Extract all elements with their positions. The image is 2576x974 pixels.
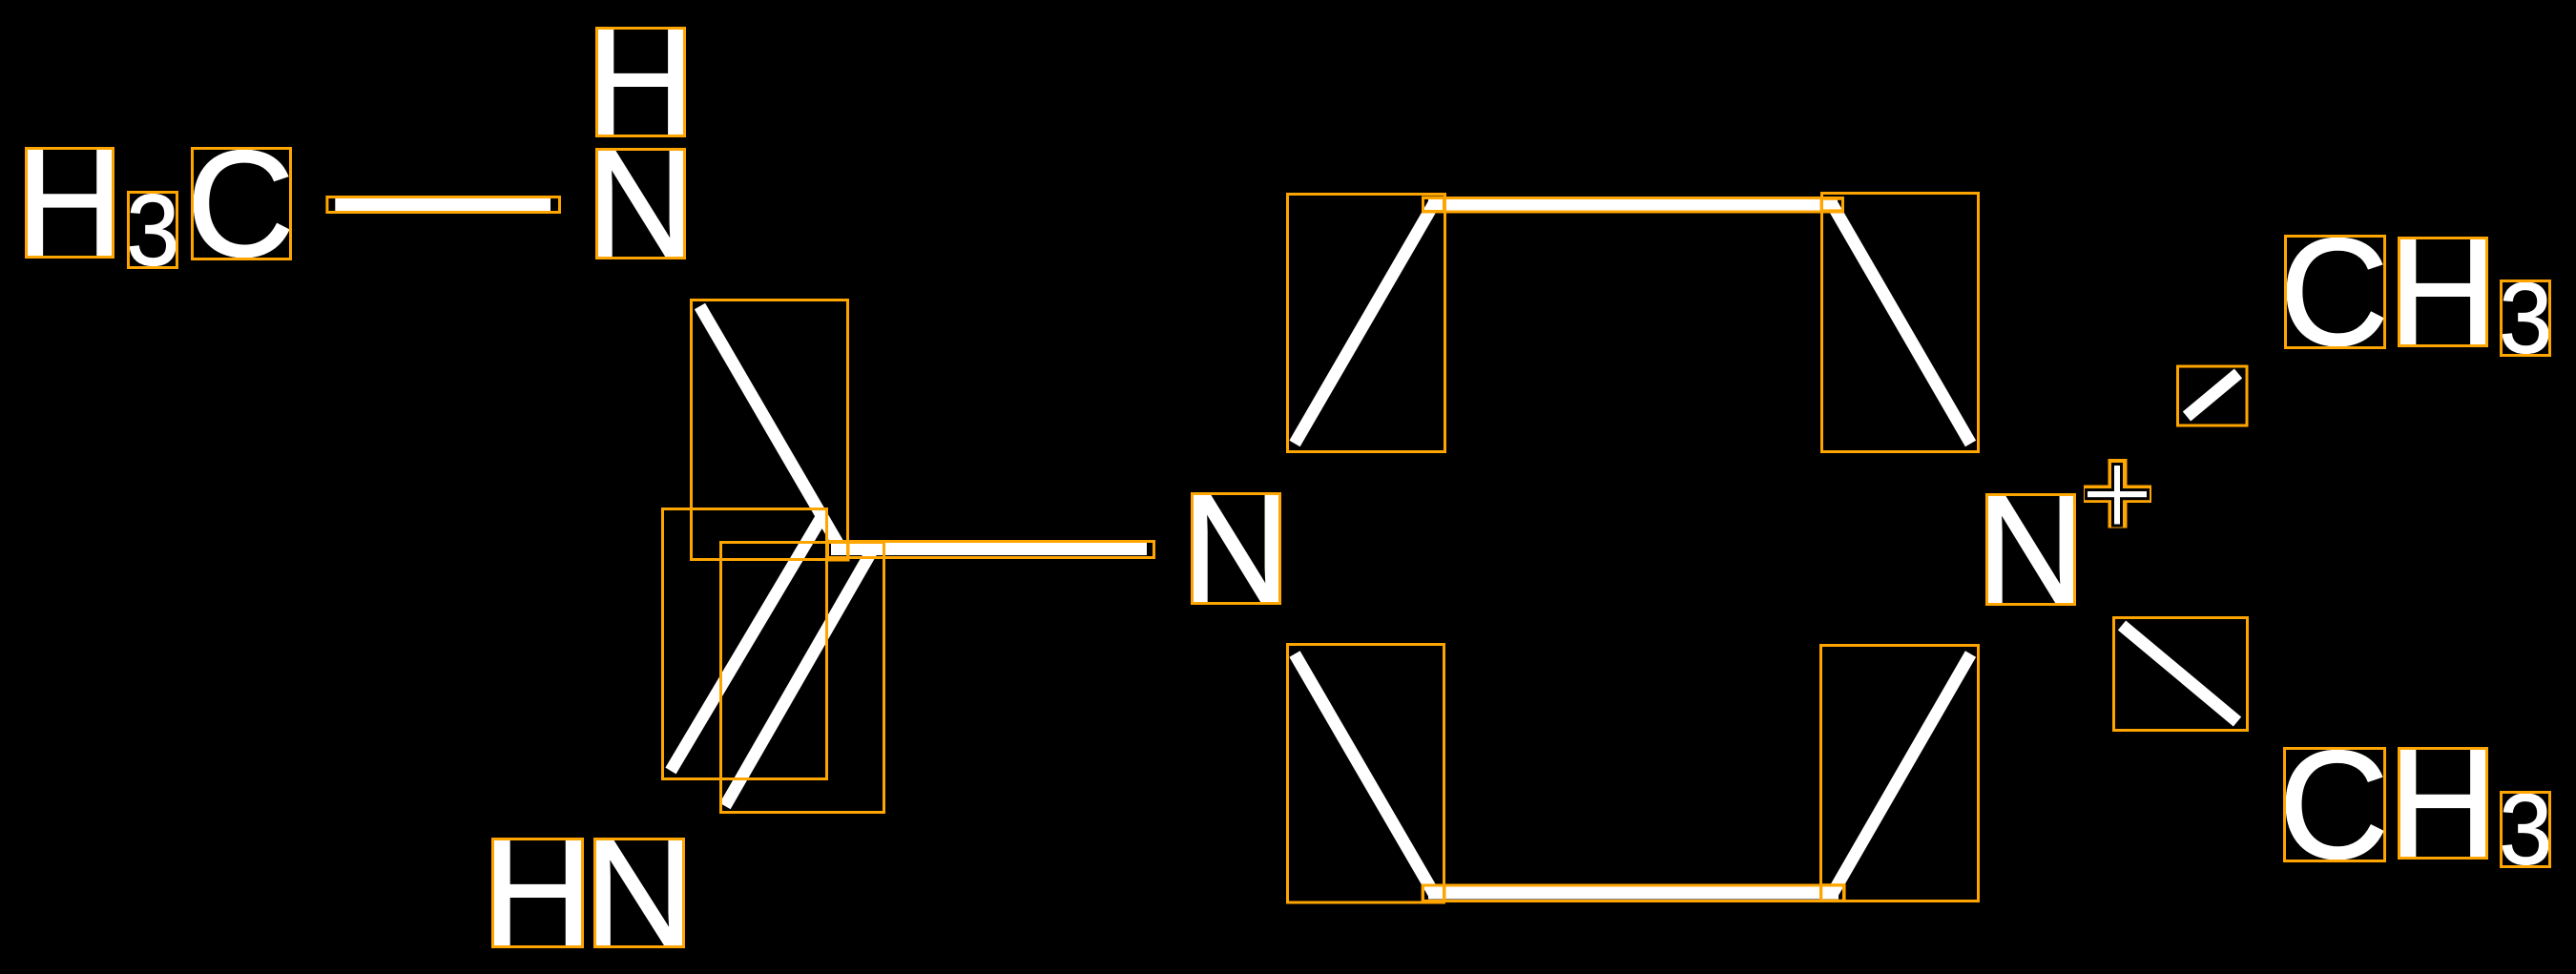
svg-text:N: N [1182, 463, 1291, 634]
svg-text:N: N [585, 808, 695, 974]
svg-text:3: 3 [2499, 262, 2552, 374]
svg-text:N: N [587, 118, 696, 289]
svg-text:C: C [187, 120, 295, 288]
svg-text:H: H [2389, 208, 2498, 376]
svg-text:H: H [2389, 717, 2498, 889]
svg-text:H: H [483, 808, 593, 974]
svg-text:3: 3 [2499, 774, 2552, 885]
svg-text:C: C [2280, 206, 2389, 377]
svg-text:N: N [1977, 464, 2086, 635]
svg-text:H: H [16, 118, 123, 288]
svg-text:3: 3 [126, 174, 179, 286]
svg-text:C: C [2278, 718, 2388, 890]
